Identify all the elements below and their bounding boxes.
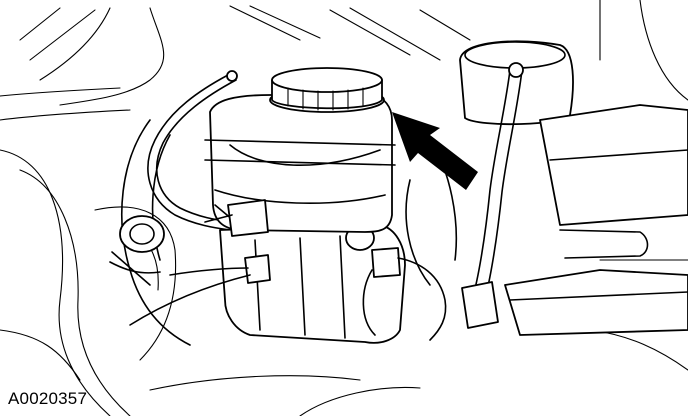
brake-line-fittings: [129, 199, 447, 341]
reservoir-cap: [269, 67, 385, 113]
brake-line-left: [147, 70, 238, 231]
pointer-arrow: [392, 112, 478, 190]
figure-id-label: A0020357: [8, 389, 88, 408]
vacuum-fitting: [109, 215, 165, 286]
right-components: [405, 40, 688, 336]
